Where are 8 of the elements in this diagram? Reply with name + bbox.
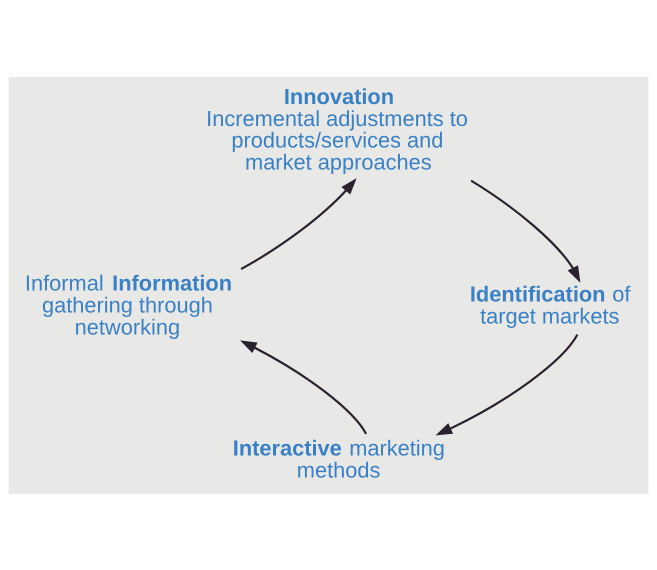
node-text: Interactive marketing methods (232, 435, 445, 482)
arrow (470, 179, 580, 282)
arrow (240, 178, 357, 270)
node-text: Innovation Incremental adjustments to products/services and market approaches (206, 83, 468, 174)
arrow (436, 334, 578, 435)
arrow (240, 340, 367, 434)
node-text: Identification of target markets (470, 281, 630, 328)
node-text: Informal Information gathering through networking (24, 270, 232, 339)
